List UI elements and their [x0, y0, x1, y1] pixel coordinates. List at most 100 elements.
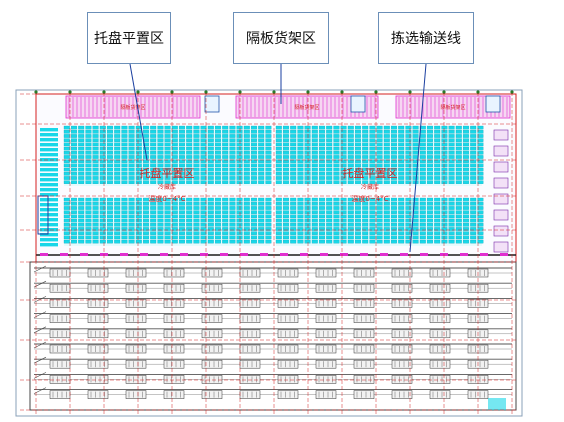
rack-cell [362, 235, 369, 240]
rack-cell [283, 239, 289, 244]
rack-cell [391, 159, 397, 163]
rack-cell [362, 134, 369, 138]
rack-cell [157, 172, 164, 176]
rack-cell [290, 210, 297, 214]
rack-cell [171, 231, 178, 235]
rack-cell [258, 130, 265, 134]
rack-cell [229, 180, 236, 184]
rack-cell [63, 151, 70, 155]
rack-cell [222, 227, 229, 231]
picking-station [429, 268, 451, 278]
rack-cell [290, 180, 297, 184]
rack-cell [326, 197, 333, 202]
rack-cell [150, 167, 157, 172]
rack-cell [398, 223, 405, 227]
rack-cell [164, 142, 171, 147]
rack-cell [275, 223, 282, 227]
rack-cell [200, 130, 207, 134]
rack-cell [405, 125, 412, 130]
picking-station [239, 375, 261, 384]
rack-cell [470, 180, 477, 184]
rack-cell [419, 159, 426, 163]
corner-fixture [488, 398, 506, 410]
picking-station [163, 283, 185, 293]
rack-cell [470, 130, 477, 134]
rack-cell [340, 138, 347, 142]
rack-cell [135, 231, 142, 235]
picking-station [125, 268, 147, 278]
rack-cell [135, 151, 142, 155]
rack-cell [369, 134, 376, 138]
rack-cell [150, 235, 157, 240]
rack-cell [434, 218, 441, 223]
rack-cell [362, 218, 369, 223]
conveyor-marker [120, 253, 128, 256]
rack-cell [179, 235, 185, 240]
rack-cell [391, 180, 397, 184]
rack-cell [107, 180, 113, 184]
rack-cell [376, 176, 383, 180]
rack-cell [412, 151, 419, 155]
rack-cell [135, 155, 142, 159]
rack-cell [207, 214, 214, 219]
rack-cell [143, 180, 149, 184]
rack-cell [347, 223, 354, 227]
rack-cell [150, 218, 157, 223]
rack-cell [311, 134, 318, 138]
rack-cell [355, 231, 361, 235]
conveyor-marker [340, 253, 348, 256]
rack-cell [63, 167, 70, 172]
rack-cell [193, 172, 200, 176]
rack-cell [99, 227, 106, 231]
rack-cell [405, 206, 412, 210]
rack-cell [455, 197, 462, 202]
rack-cell [304, 231, 311, 235]
rack-cell [398, 206, 405, 210]
rack-cell [340, 155, 347, 159]
picking-station [163, 375, 185, 384]
rack-cell [477, 206, 484, 210]
rack-cell [179, 155, 185, 159]
rack-cell [207, 231, 214, 235]
picking-station [315, 329, 337, 339]
rack-cell [157, 206, 164, 210]
picking-station [353, 314, 375, 323]
rack-cell [186, 151, 193, 155]
rack-cell [347, 202, 354, 206]
rack-cell [207, 202, 214, 206]
rack-cell [448, 130, 455, 134]
rack-cell [283, 151, 289, 155]
rack-cell [376, 138, 383, 142]
rack-cell [186, 134, 193, 138]
rack-cell [355, 142, 361, 147]
rack-cell [121, 134, 128, 138]
rack-cell [114, 206, 121, 210]
picking-station [391, 314, 413, 323]
rack-cell [186, 231, 193, 235]
rack-cell [463, 180, 469, 184]
rack-cell [222, 172, 229, 176]
top-shelf-strips: 隔板货架区隔板货架区隔板货架区 [65, 95, 511, 119]
rack-cell [391, 125, 397, 130]
picking-station [163, 359, 185, 369]
picking-station [87, 314, 109, 323]
rack-cell [275, 231, 282, 235]
rack-cell [369, 138, 376, 142]
rack-cell [229, 167, 236, 172]
rack-cell [347, 151, 354, 155]
rack-cell [164, 134, 171, 138]
rack-cell [470, 202, 477, 206]
rack-cell [121, 206, 128, 210]
rack-cell [311, 172, 318, 176]
rack-cell [71, 235, 77, 240]
rack-cell [236, 151, 243, 155]
rack-cell [186, 125, 193, 130]
rack-cell [333, 214, 340, 219]
rack-cell [128, 151, 135, 155]
rack-cell [251, 231, 257, 235]
rack-cell [355, 176, 361, 180]
rack-cell [275, 172, 282, 176]
rack-cell [99, 231, 106, 235]
picking-station [391, 390, 413, 399]
rack-cell [128, 125, 135, 130]
